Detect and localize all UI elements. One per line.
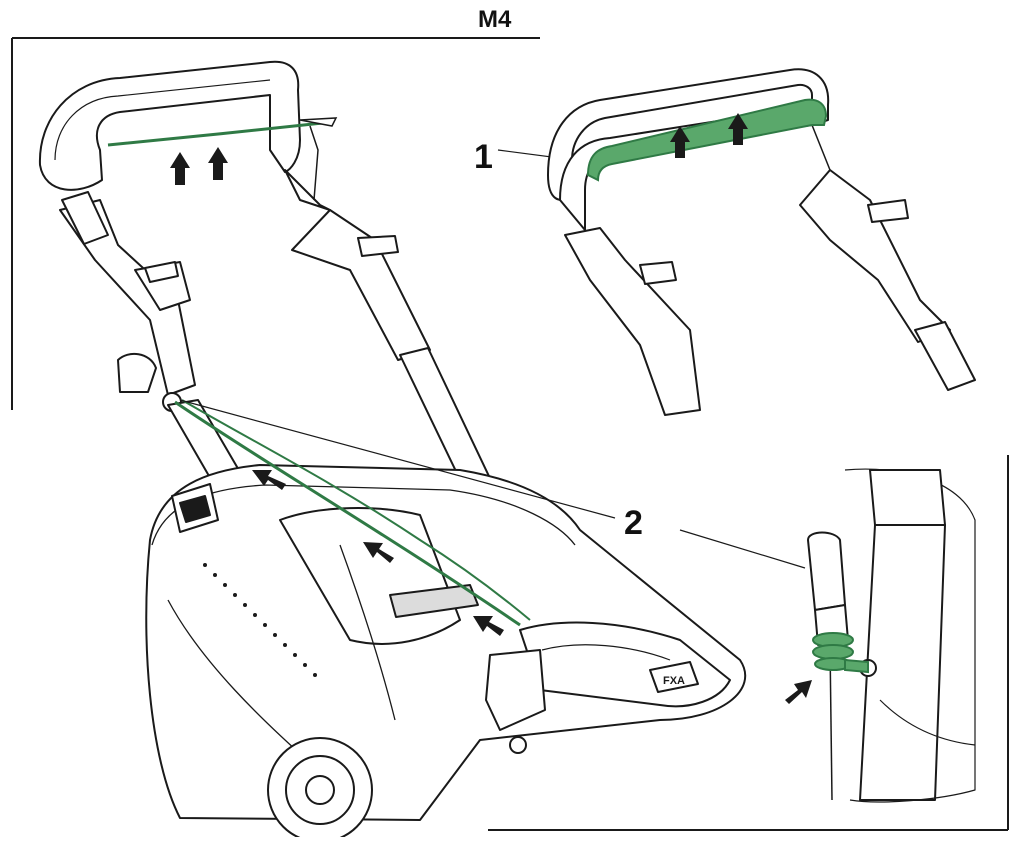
- spring-coil-2: [812, 644, 854, 660]
- right-detail-cable-guide: [809, 119, 831, 171]
- frame-lines: [11, 37, 1009, 831]
- brand-badge: [649, 661, 699, 693]
- arrow-upright-icon: [785, 680, 812, 704]
- arrow-up-icon: [170, 152, 190, 185]
- mower-deck: [145, 464, 747, 821]
- right-detail-right-arm: [799, 169, 951, 343]
- arrow-upleft-icon: [252, 470, 286, 490]
- arrow-up-icon: [670, 126, 690, 158]
- right-detail-left-lever: [639, 261, 677, 285]
- cable-drop-line: [309, 125, 319, 201]
- detail-upper-tube: [869, 469, 946, 526]
- clip-body: [807, 531, 846, 611]
- right-detail-left-arm: [564, 227, 701, 416]
- detail-deck-curve: [879, 699, 976, 746]
- cable-end-fitting: [299, 117, 338, 127]
- warning-label: [389, 584, 479, 618]
- handle-grip-highlight: [586, 98, 828, 182]
- height-adjust-knob: [509, 736, 527, 754]
- motor-housing-ridge: [541, 644, 671, 661]
- left-lever-tab: [144, 261, 179, 283]
- mower-body: FXA: [145, 464, 747, 842]
- direction-arrows: [170, 113, 812, 704]
- brand-badge-text: FXA: [663, 675, 685, 687]
- left-handle-cable: [107, 117, 338, 201]
- grass-bag-vents: [203, 563, 317, 677]
- handle-bar-outline: [38, 60, 301, 191]
- leader-line-2-right: [679, 529, 806, 569]
- part-2-spring: [812, 632, 869, 674]
- arrow-up-icon: [208, 147, 228, 180]
- arrow-upleft-icon: [473, 616, 504, 636]
- figure-title: M4: [478, 6, 512, 33]
- right-cable-guide: [284, 169, 331, 211]
- control-cable-top: [107, 120, 333, 147]
- right-handle-detail: [547, 68, 976, 416]
- height-adjust-lever: [485, 649, 546, 731]
- right-arm: [291, 209, 431, 361]
- spring-arm: [844, 658, 869, 674]
- wheel-hub-ring: [285, 755, 355, 825]
- callout-1: 1: [474, 138, 493, 176]
- right-detail-right-lever: [867, 199, 909, 223]
- control-cable-main: [174, 400, 521, 627]
- arrow-up-icon: [728, 113, 748, 145]
- leader-line-2-left: [179, 399, 616, 519]
- control-cable-secondary: [181, 399, 531, 621]
- wheel-hub: [305, 775, 335, 805]
- arrow-upleft-icon: [363, 542, 394, 563]
- left-arm: [59, 199, 196, 396]
- callout-2: 2: [624, 504, 643, 542]
- deck-top-edge: [151, 484, 576, 546]
- right-lever-tab: [357, 235, 399, 257]
- safety-key-icon: [179, 495, 211, 523]
- left-cable-clip: [61, 191, 109, 245]
- detail-lower-tube: [859, 524, 946, 801]
- mower-cable: [174, 399, 531, 627]
- ratchet-knob: [117, 352, 157, 393]
- right-detail-lower-tube: [914, 321, 976, 391]
- handle-bar-inner-line: [54, 79, 271, 161]
- deck-side-line: [339, 544, 396, 721]
- part-1-handle-grip: [586, 98, 828, 182]
